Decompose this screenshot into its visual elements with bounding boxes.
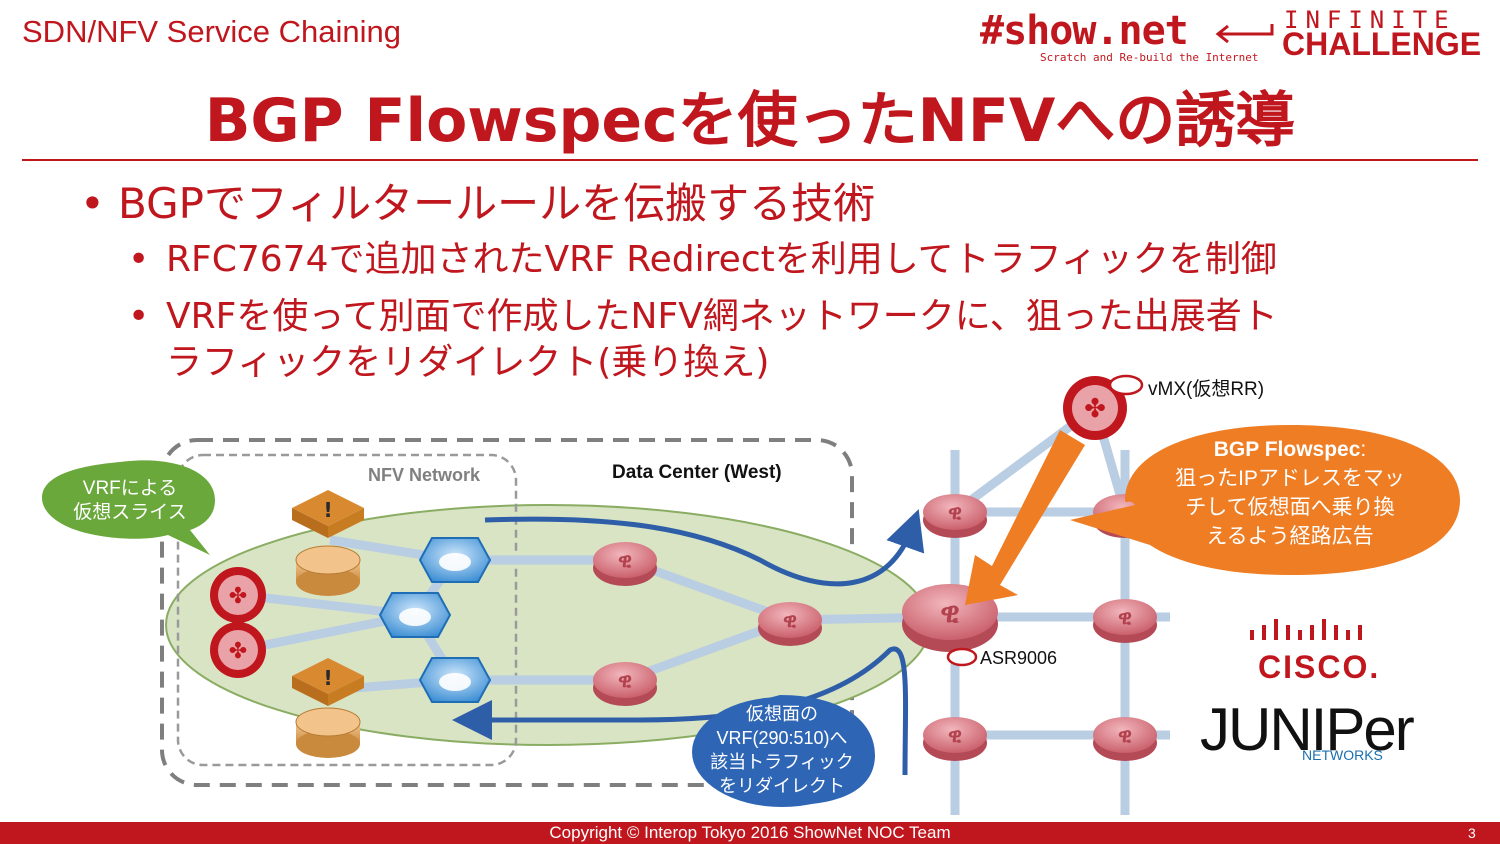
page-number: 3 (1468, 825, 1476, 841)
slide-topic: SDN/NFV Service Chaining (22, 14, 402, 49)
flow-arrow-outbound (484, 509, 925, 587)
bullet-main: • BGPでフィルタールールを伝搬する技術 (80, 170, 875, 231)
infinite-logo-text: INFINITE (1284, 6, 1456, 34)
datacenter-label: Data Center (West) (612, 462, 782, 483)
redirect-callout-body (692, 697, 872, 807)
slide-title: BGP Flowspecを使ったNFVへの誘導 (204, 86, 1296, 156)
flowspec-callout-text: BGP Flowspec: 狙ったIPアドレスをマッ チして仮想面へ乗り換 える… (1150, 435, 1430, 551)
svg-text:✤: ✤ (229, 639, 247, 664)
svg-text:ዊ: ዊ (1118, 605, 1132, 629)
flowspec-callout-line3: えるよう経路広告 (1206, 525, 1374, 548)
redirect-callout-line2: VRF(290:510)へ (716, 728, 848, 748)
redirect-callout-line3: 該当トラフィック (710, 752, 854, 772)
bullet-dot: • (80, 179, 105, 228)
challenge-logo-text: CHALLENGE (1282, 26, 1482, 62)
svg-text:ዊ: ዊ (618, 548, 632, 572)
return-arrow-icon (1215, 24, 1274, 44)
asr-badge-icon (946, 647, 978, 667)
flowspec-callout-title: BGP Flowspec: (1150, 435, 1430, 464)
bullet-sub-1-text: RFC7674で追加されたVRF Redirectを利用してトラフィックを制御 (166, 239, 1277, 280)
footer-bar (0, 822, 1500, 844)
flowspec-callout-bubble (1070, 425, 1460, 575)
vrf-callout-line1: VRFによる (82, 478, 178, 499)
svg-text:ዊ: ዊ (783, 608, 797, 632)
vrf-callout-line2: 仮想スライス (73, 502, 187, 523)
flowspec-arrow (965, 430, 1085, 605)
cisco-logo-bars (1250, 619, 1362, 640)
cloud-switch-icons (378, 537, 492, 703)
svg-text:!: ! (323, 666, 332, 690)
vrf-callout-bubble (42, 460, 215, 555)
shownet-logo: #show.net (980, 8, 1189, 54)
svg-text:✤: ✤ (229, 584, 247, 609)
cisco-logo: CISCO. (1258, 649, 1381, 685)
nfv-network-boundary (176, 453, 518, 767)
vmx-label: vMX(仮想RR) (1148, 379, 1265, 400)
flowspec-callout-line1: 狙ったIPアドレスをマッ (1175, 467, 1405, 490)
redirect-callout-text: 仮想面の VRF(290:510)へ 該当トラフィック をリダイレクト (702, 702, 862, 798)
svg-text:!: ! (323, 498, 332, 522)
bullet-dot: • (128, 296, 150, 337)
flowspec-callout-title-colon: : (1360, 438, 1367, 461)
router-icons: ዊ ዊ ዊ ዊ ዊ ዊ ዊ ዊ (593, 494, 1157, 761)
juniper-networks-text: NETWORKS (1302, 747, 1383, 763)
svg-text:ዊ: ዊ (1118, 723, 1132, 747)
redirect-callout-line4: をリダイレクト (719, 776, 845, 796)
bullet-sub-2-line2: ラフィックをリダイレクト(乗り換え) (166, 342, 770, 383)
svg-text:ዊ: ዊ (948, 500, 962, 524)
bullet-sub-2-line1: VRFを使って別面で作成したNFV網ネットワークに、狙った出展者ト (166, 296, 1278, 337)
redirect-callout-line1: 仮想面の (746, 704, 818, 724)
shownet-tagline: Scratch and Re-build the Internet (1040, 51, 1259, 64)
bullet-main-text: BGPでフィルタールールを伝搬する技術 (118, 179, 876, 228)
vmx-badge-icon (1108, 374, 1144, 396)
bullet-sub-1: • RFC7674で追加されたVRF Redirectを利用してトラフィックを制御 (128, 235, 1277, 285)
svg-text:ዊ: ዊ (618, 668, 632, 692)
vrf-router-icons: ✤ ✤ ✤ (210, 376, 1127, 678)
svg-text:ዊ: ዊ (940, 596, 959, 629)
bullet-sub-2: • VRFを使って別面で作成したNFV網ネットワークに、狙った出展者ト (128, 292, 1278, 342)
svg-text:ዊ: ዊ (948, 723, 962, 747)
flowspec-callout-title-text: BGP Flowspec (1213, 438, 1361, 461)
flowspec-callout-line2: チして仮想面へ乗り換 (1185, 496, 1395, 519)
title-divider (22, 159, 1478, 161)
nfv-network-label: NFV Network (368, 465, 481, 485)
asr-label: ASR9006 (980, 648, 1058, 668)
bullet-dot: • (128, 239, 150, 280)
juniper-logo: JUNIPer (1200, 696, 1415, 763)
vrf-callout-text: VRFによる 仮想スライス (55, 477, 205, 525)
firewall-icons: ! ! (292, 490, 364, 758)
svg-text:✤: ✤ (1084, 394, 1106, 424)
copyright-text: Copyright © Interop Tokyo 2016 ShowNet N… (549, 823, 951, 842)
